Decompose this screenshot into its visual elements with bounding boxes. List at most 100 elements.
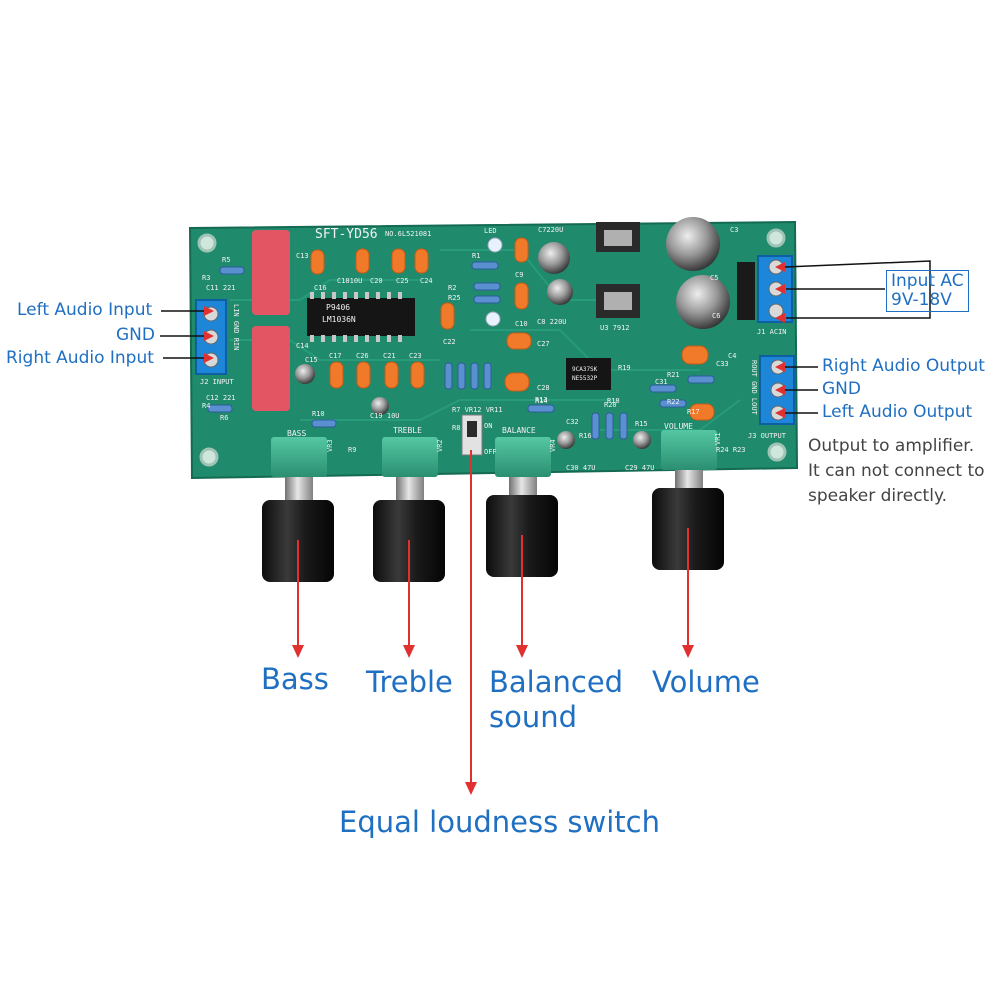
part-designator: C12 221 <box>206 394 236 402</box>
output-note: Output to amplifier. It can not connect … <box>808 434 985 509</box>
part-designator: C22 <box>443 338 456 346</box>
board-serial: NO.6L521081 <box>385 230 431 238</box>
part-designator: C27 <box>537 340 550 348</box>
part-designator: R10 <box>312 410 325 418</box>
part-designator: C7220U <box>538 226 563 234</box>
part-designator: C8 220U <box>537 318 567 326</box>
loudness-switch <box>461 414 483 456</box>
part-designator: R14 <box>535 397 548 405</box>
resistors <box>207 261 715 440</box>
part-designator: C16 <box>314 284 327 292</box>
part-designator: C28 <box>537 384 550 392</box>
part-designator: C14 <box>296 342 309 350</box>
pcb-board <box>188 220 799 480</box>
label-balanced-line2: sound <box>489 700 578 734</box>
output-note-line2: It can not connect to <box>808 461 985 481</box>
part-designator: R24 R23 <box>716 446 746 454</box>
ic-opamp-label: NE5532P <box>572 375 598 382</box>
part-designator: R6 <box>220 414 228 422</box>
label-volume: Volume <box>652 665 760 699</box>
part-designator: C30 47U <box>566 464 596 472</box>
part-designator: R17 <box>687 408 700 416</box>
part-designator: R22 <box>667 398 680 406</box>
label-treble: Treble <box>366 665 453 699</box>
part-designator: C19 10U <box>370 412 400 420</box>
bridge-rectifier <box>737 262 755 320</box>
board-model: SFT-YD56 <box>315 227 378 242</box>
label-bass: Bass <box>261 662 329 696</box>
part-designator: C21 <box>383 352 396 360</box>
switch-on-label: ON <box>484 422 492 430</box>
callout-arrowheads <box>204 262 785 418</box>
film-capacitor-c14 <box>252 326 290 411</box>
part-designator: C32 <box>566 418 579 426</box>
part-designator: R18 <box>607 397 620 405</box>
pot-ref-vr1: VR1 <box>714 432 722 445</box>
part-designator: R20 <box>604 401 617 409</box>
input-connector-label: J2 INPUT <box>200 378 235 386</box>
part-designator: R13 <box>535 396 548 404</box>
label-left-audio-input: Left Audio Input <box>17 300 153 320</box>
label-input-ac-box: Input AC 9V-18V <box>886 270 969 312</box>
part-designator: C9 <box>515 271 523 279</box>
label-right-audio-output: Right Audio Output <box>822 356 985 376</box>
mounting-holes <box>197 228 787 467</box>
part-designator: C29 47U <box>625 464 655 472</box>
label-right-audio-input: Right Audio Input <box>6 348 154 368</box>
part-designator: LED <box>484 227 497 235</box>
part-designator: C6 <box>712 312 720 320</box>
part-designator: R3 <box>202 274 210 282</box>
ic-lm1036 <box>307 292 415 342</box>
pot-label-treble: TREBLE <box>393 426 422 435</box>
ic-ne5532 <box>566 358 611 390</box>
part-designator: C26 <box>356 352 369 360</box>
part-designator: R19 <box>618 364 631 372</box>
part-designator: C11 221 <box>206 284 236 292</box>
control-arrows <box>292 450 694 795</box>
part-designator: C15 <box>305 356 318 364</box>
pot-label-balance: BALANCE <box>502 426 536 435</box>
part-designator: R1 <box>472 252 480 260</box>
pot-label-bass: BASS <box>287 429 306 438</box>
part-designator: R21 <box>667 371 680 379</box>
part-designator: R8 <box>452 424 460 432</box>
part-designator: C4 <box>728 352 736 360</box>
part-designator: C24 <box>420 277 433 285</box>
part-designator: C5 <box>710 274 718 282</box>
ic-main-label: LM1036N <box>322 315 356 324</box>
regulator-label: U3 7912 <box>600 324 630 332</box>
ic-opamp-sub: 9CA37SK <box>572 366 598 373</box>
part-designator: C20 <box>370 277 383 285</box>
switch-off-label: OFF <box>484 448 497 456</box>
ceramic-capacitors <box>310 237 715 421</box>
part-designator: R5 <box>222 256 230 264</box>
pot-ref-vr4: VR4 <box>549 439 557 452</box>
output-note-line3: speaker directly. <box>808 486 947 506</box>
label-gnd-output: GND <box>822 379 861 399</box>
part-designator: R2 <box>448 284 456 292</box>
part-designator: C17 <box>329 352 342 360</box>
label-equal-loudness-switch: Equal loudness switch <box>339 805 660 839</box>
part-designator: R25 <box>448 294 461 302</box>
output-note-line1: Output to amplifier. <box>808 436 975 456</box>
part-designator: C25 <box>396 277 409 285</box>
label-balanced-line1: Balanced <box>489 665 624 699</box>
pot-ref-vr2: VR2 <box>436 439 444 452</box>
output-connector-label: J3 OUTPUT <box>748 432 787 440</box>
part-designator: C13 <box>296 252 309 260</box>
part-designator: R15 <box>635 420 648 428</box>
output-pins-label: ROUT GND LOUT <box>750 360 758 416</box>
electrolytic-capacitors <box>295 217 730 449</box>
leds <box>485 237 503 327</box>
part-designator: C3 <box>730 226 738 234</box>
pot-label-volume: VOLUME <box>664 422 693 431</box>
part-designator: R9 <box>348 446 356 454</box>
ac-connector-label: J1 ACIN <box>757 328 787 336</box>
film-capacitor-c13 <box>252 230 290 315</box>
part-designator: C31 <box>655 378 668 386</box>
part-designator: R7 VR12 VR11 <box>452 406 503 414</box>
part-designator: R16 <box>579 432 592 440</box>
part-designator: R4 <box>202 402 210 410</box>
